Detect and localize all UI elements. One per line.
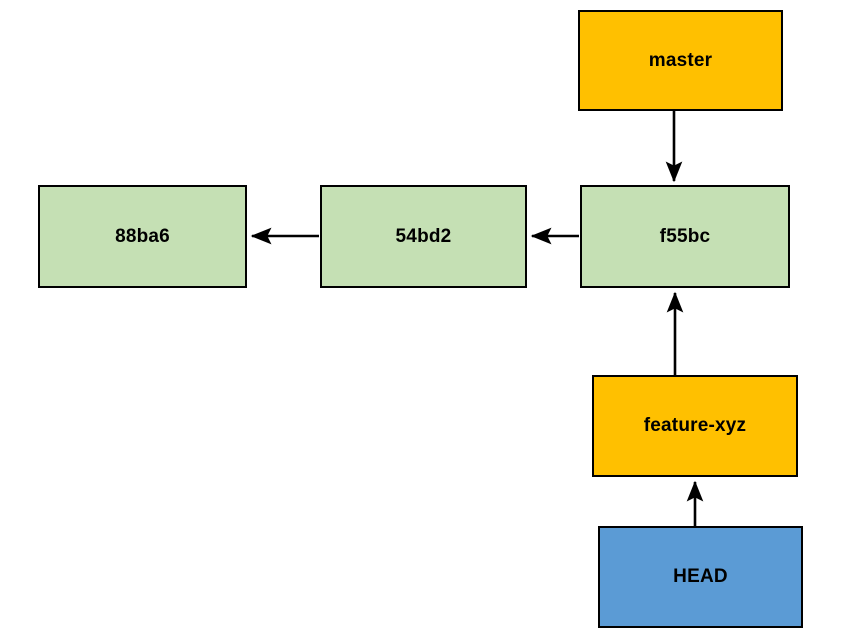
node-commit-88ba6[interactable]: 88ba6 (38, 185, 247, 288)
node-commit-54bd2[interactable]: 54bd2 (320, 185, 527, 288)
node-commit-54bd2-label: 54bd2 (395, 225, 452, 247)
node-commit-f55bc-label: f55bc (659, 225, 711, 247)
node-commit-f55bc[interactable]: f55bc (580, 185, 790, 288)
node-head-label: HEAD (673, 566, 728, 587)
node-feature-xyz-label: feature-xyz (643, 415, 747, 436)
node-master-label: master (648, 49, 713, 71)
node-feature-xyz[interactable]: feature-xyz (592, 375, 798, 477)
node-head[interactable]: HEAD (598, 526, 803, 628)
node-master[interactable]: master (578, 10, 783, 111)
node-commit-88ba6-label: 88ba6 (115, 225, 170, 247)
